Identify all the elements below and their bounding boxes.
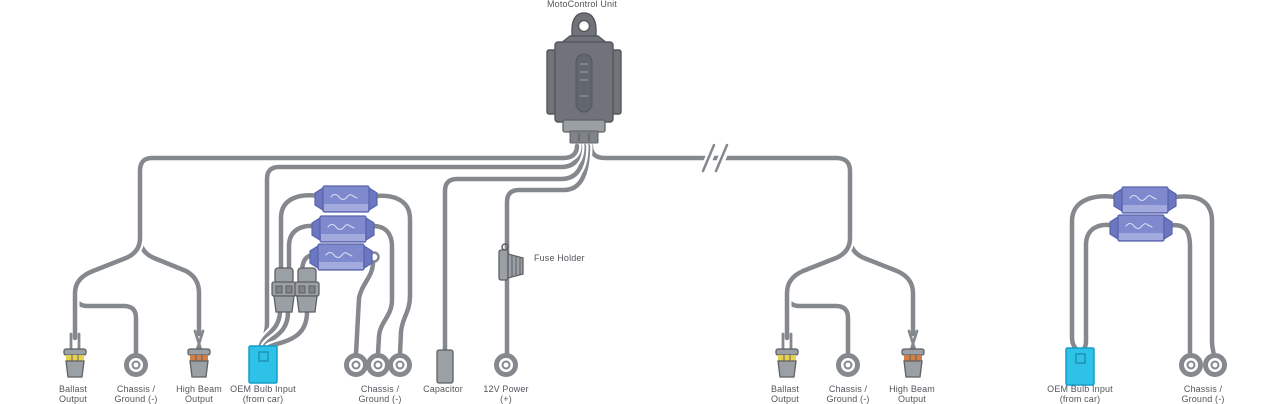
label-left-chassis-ground: Chassis / Ground (-) bbox=[114, 384, 158, 404]
ballast-output-connector bbox=[775, 348, 799, 378]
h7-splitter-connector bbox=[271, 267, 297, 313]
resistor-module bbox=[309, 243, 373, 271]
label-right-ballast-output: Ballast Output bbox=[770, 384, 800, 404]
high-beam-output-connector bbox=[187, 348, 211, 378]
label-right-high-beam-output: High Beam Output bbox=[889, 384, 935, 404]
ground-ring-terminal bbox=[369, 356, 388, 375]
ballast-output-connector bbox=[63, 348, 87, 378]
label-left-high-beam-output: High Beam Output bbox=[176, 384, 222, 404]
label-fuse-holder: Fuse Holder bbox=[534, 253, 585, 263]
label-12v-power: 12V Power (+) bbox=[483, 384, 529, 404]
harness-wires bbox=[69, 141, 1219, 360]
ground-ring-terminal bbox=[1182, 356, 1201, 375]
label-left-oem-bulb-input: OEM Bulb Input (from car) bbox=[230, 384, 296, 404]
label-far-right-chassis-ground: Chassis / Ground (-) bbox=[1181, 384, 1225, 404]
ground-ring-terminal bbox=[127, 356, 146, 375]
resistor-module bbox=[314, 185, 378, 213]
ground-ring-terminal bbox=[391, 356, 410, 375]
label-right-chassis-ground: Chassis / Ground (-) bbox=[826, 384, 870, 404]
ground-ring-terminal bbox=[1206, 356, 1225, 375]
label-left-ballast-output: Ballast Output bbox=[58, 384, 88, 404]
resistor-module bbox=[1113, 186, 1177, 214]
oem-bulb-input-connector bbox=[1065, 347, 1095, 386]
label-middle-chassis-ground: Chassis / Ground (-) bbox=[358, 384, 402, 404]
power-ring-terminal bbox=[497, 356, 516, 375]
ground-ring-terminal bbox=[347, 356, 366, 375]
fuse-holder bbox=[498, 243, 524, 281]
ground-ring-terminal bbox=[839, 356, 858, 375]
label-capacitor: Capacitor bbox=[423, 384, 463, 394]
h7-splitter-connector bbox=[294, 267, 320, 313]
motocontrol-unit bbox=[546, 12, 622, 144]
oem-bulb-input-connector bbox=[248, 345, 278, 384]
label-far-right-oem-bulb-input: OEM Bulb Input (from car) bbox=[1047, 384, 1113, 404]
resistor-module bbox=[311, 215, 375, 243]
high-beam-output-connector bbox=[901, 348, 925, 378]
capacitor bbox=[436, 349, 454, 384]
wire-break-symbol bbox=[699, 140, 732, 176]
resistor-module bbox=[1109, 214, 1173, 242]
unit-title: MotoControl Unit bbox=[547, 0, 617, 9]
